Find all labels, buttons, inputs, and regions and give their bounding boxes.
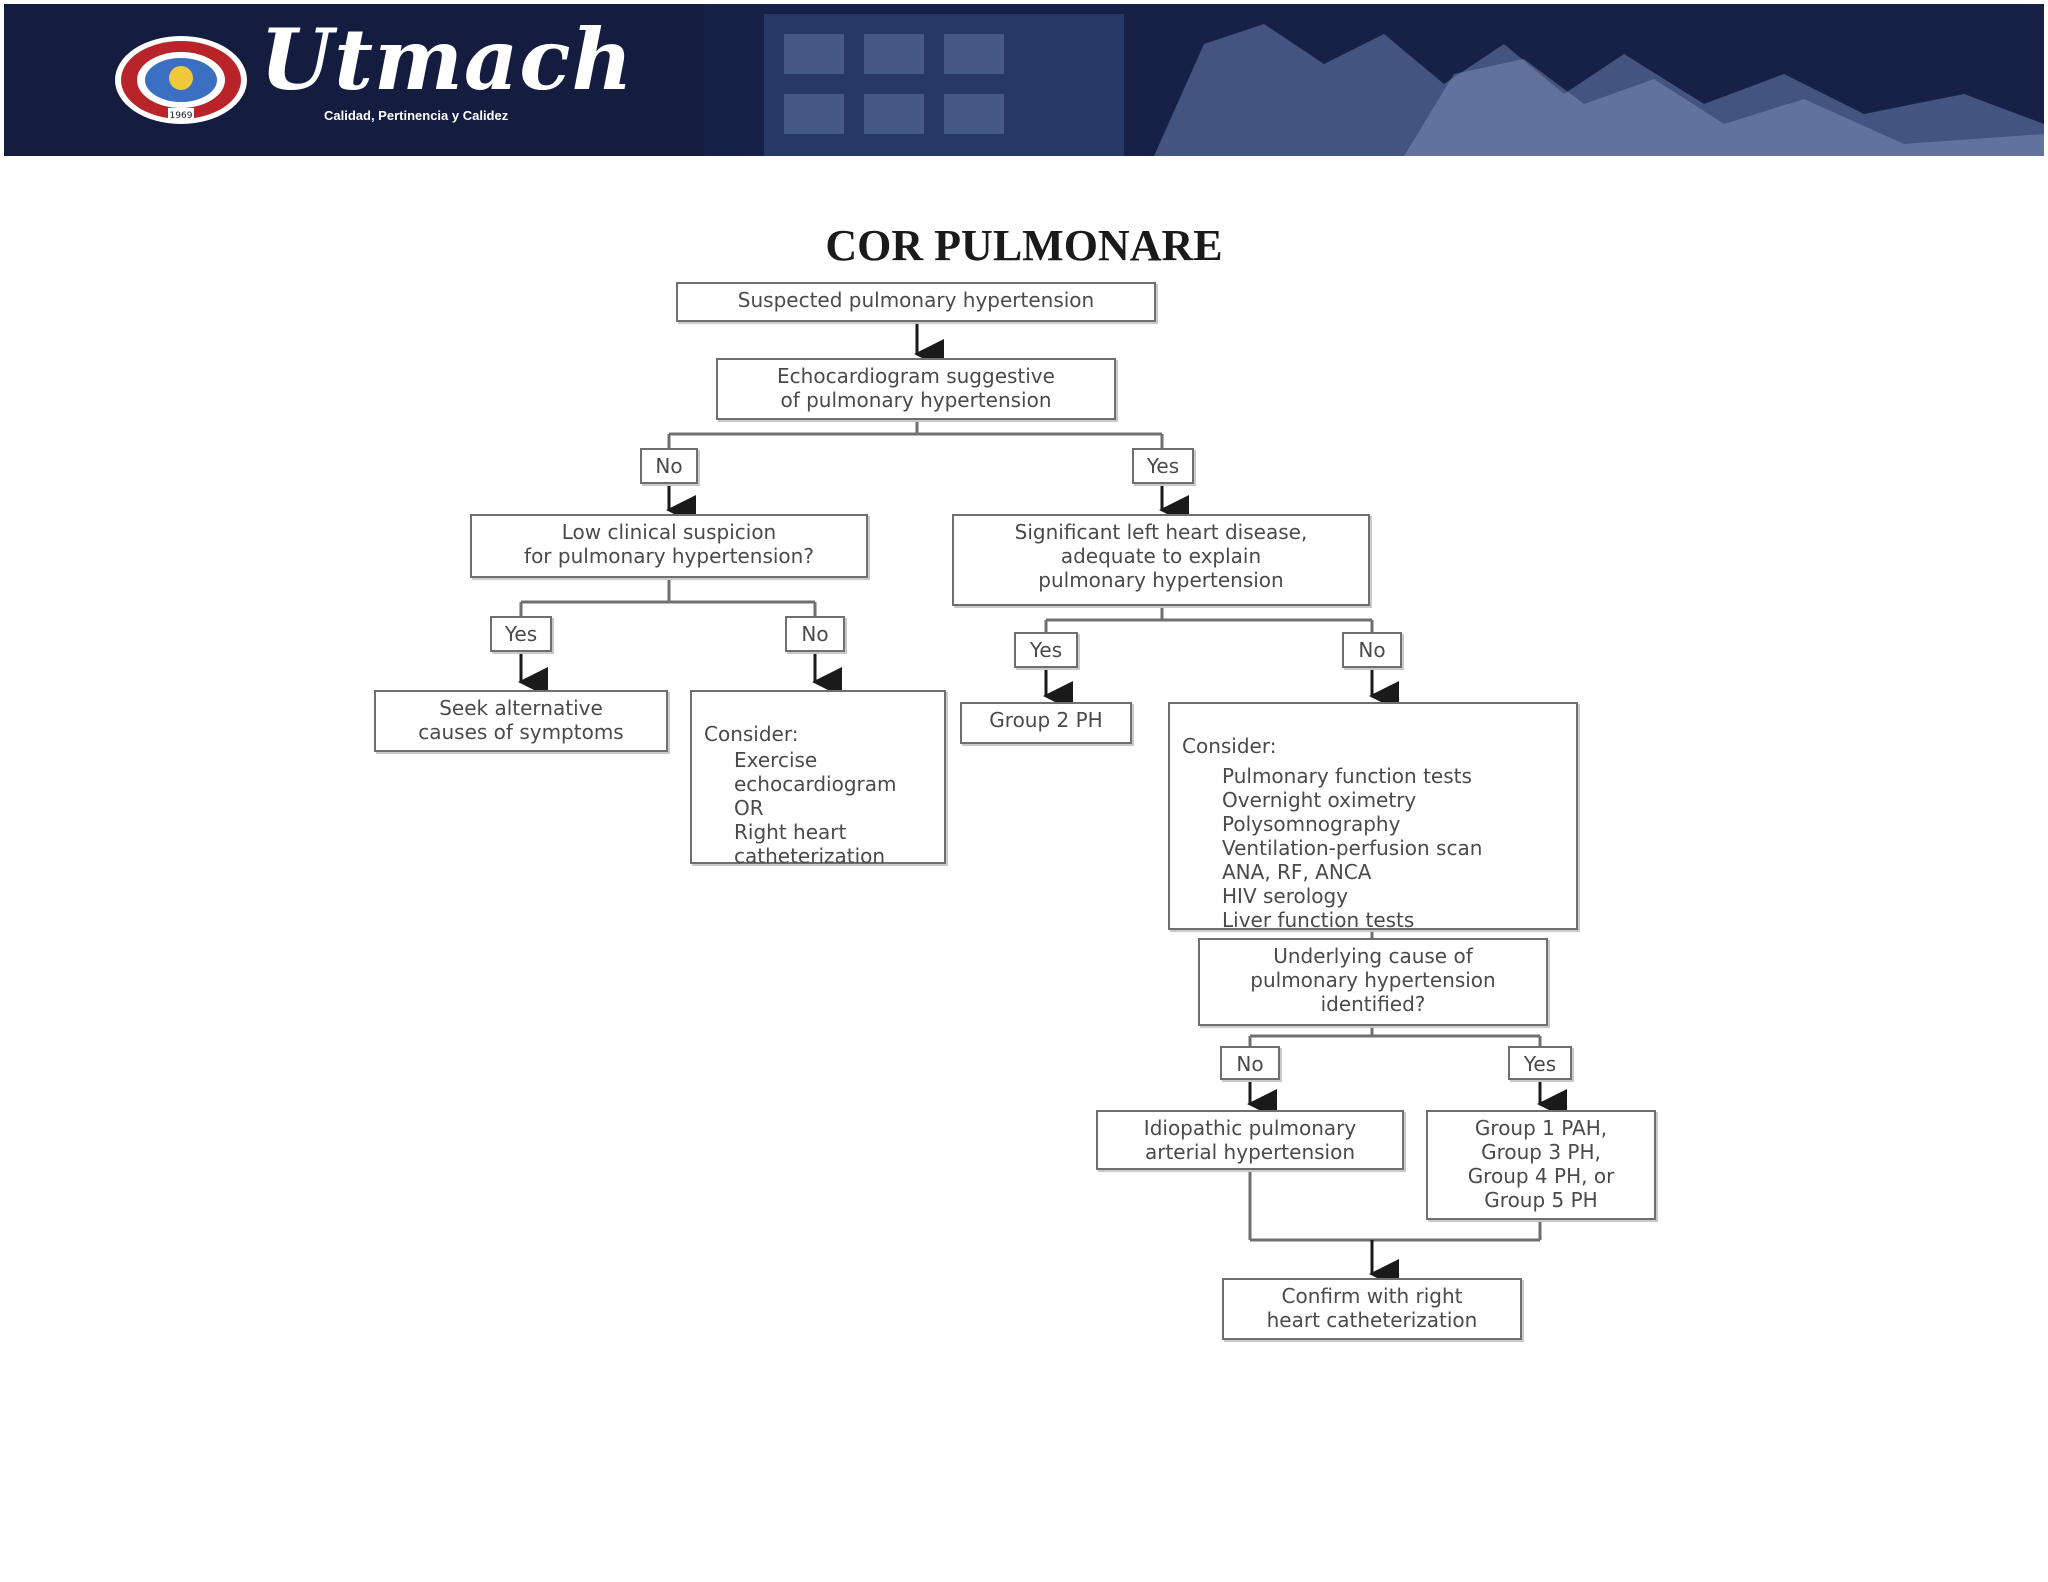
consider-a-title: Consider:: [704, 722, 799, 746]
label-yes-underlying: Yes: [1508, 1046, 1572, 1080]
svg-text:1969: 1969: [170, 111, 193, 121]
campus-photo-background: [4, 4, 2044, 156]
label-yes-heart: Yes: [1014, 632, 1078, 668]
label-no-underlying: No: [1220, 1046, 1280, 1080]
node-consider-exercise: Consider: Exercise echocardiogram OR Rig…: [690, 690, 946, 868]
consider-b-body: Pulmonary function tests Overnight oxime…: [1222, 764, 1483, 932]
node-low-suspicion: Low clinical suspicion for pulmonary hyp…: [470, 514, 868, 578]
label-yes-echo: Yes: [1132, 448, 1194, 484]
consider-a-body: Exercise echocardiogram OR Right heart c…: [734, 748, 897, 868]
label-no-heart: No: [1342, 632, 1402, 668]
node-idiopathic-pah: Idiopathic pulmonary arterial hypertensi…: [1096, 1110, 1404, 1170]
label-no-echo: No: [640, 448, 698, 484]
logo-wordmark: Utmach: [260, 10, 634, 109]
label-no-low: No: [785, 616, 845, 652]
node-group-2-ph: Group 2 PH: [960, 702, 1132, 744]
node-echocardiogram: Echocardiogram suggestive of pulmonary h…: [716, 358, 1116, 420]
logo-tagline: Calidad, Pertinencia y Calidez: [324, 108, 509, 123]
university-seal-icon: 1969: [115, 36, 247, 124]
consider-b-title: Consider:: [1182, 734, 1277, 758]
node-consider-tests: Consider: Pulmonary function tests Overn…: [1168, 702, 1578, 932]
node-seek-alternative: Seek alternative causes of symptoms: [374, 690, 668, 752]
node-pah-groups: Group 1 PAH, Group 3 PH, Group 4 PH, or …: [1426, 1110, 1656, 1220]
node-left-heart-disease: Significant left heart disease, adequate…: [952, 514, 1370, 606]
page-title: COR PULMONARE: [825, 221, 1223, 270]
node-suspected-ph: Suspected pulmonary hypertension: [676, 282, 1156, 322]
label-yes-low: Yes: [490, 616, 552, 652]
node-confirm-catheterization: Confirm with right heart catheterization: [1222, 1278, 1522, 1340]
header-banner: 1969 Utmach Calidad, Pertinencia y Calid…: [4, 4, 2044, 156]
node-underlying-cause: Underlying cause of pulmonary hypertensi…: [1198, 938, 1548, 1026]
